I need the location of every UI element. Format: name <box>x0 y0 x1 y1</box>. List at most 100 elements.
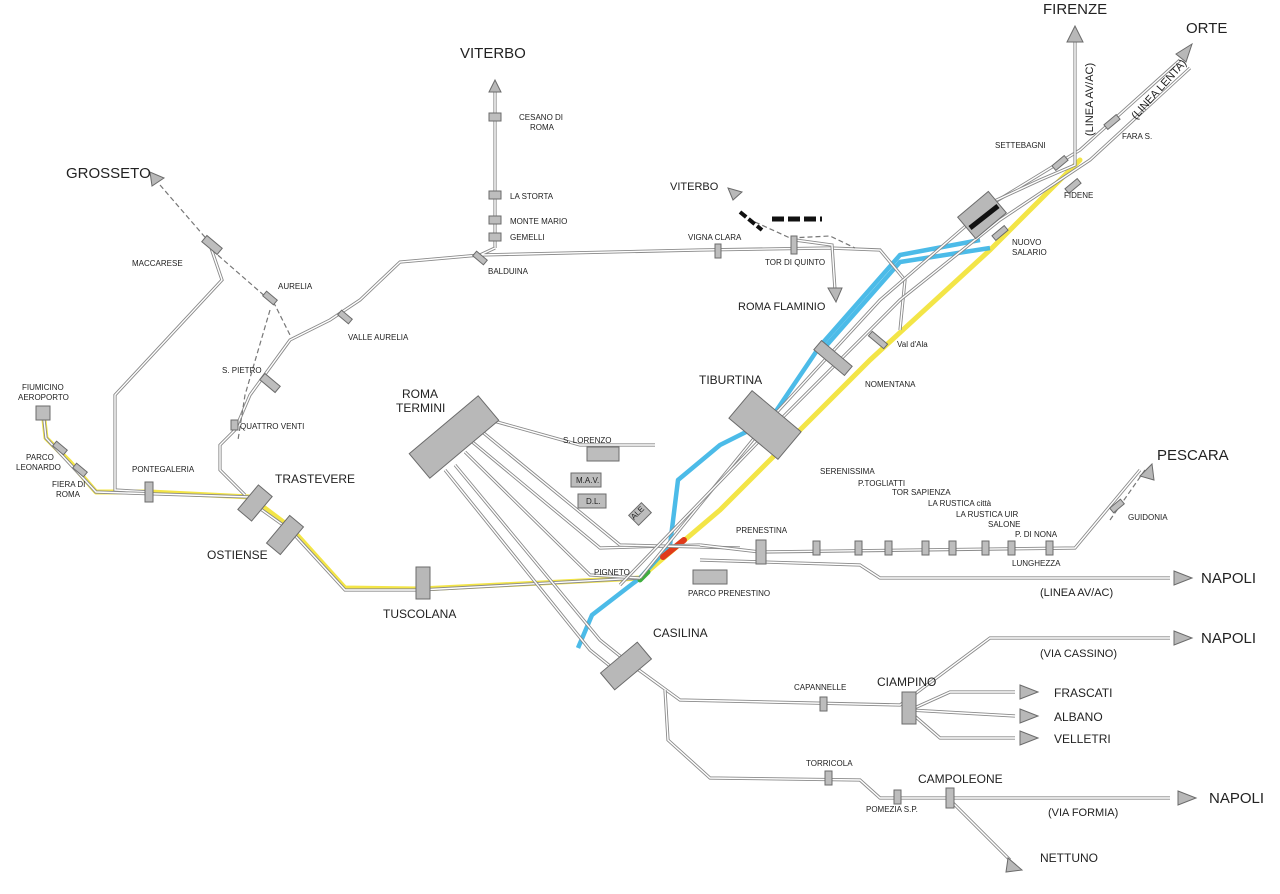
arrow-napoli-formia-icon <box>1177 790 1198 806</box>
hub-label-roma-termini-2: TERMINI <box>396 401 445 415</box>
depot-mav-box[interactable] <box>570 472 602 488</box>
stn-fiumicino-1: FIUMICINO <box>22 383 64 392</box>
stn-valle-aurelia: VALLE AURELIA <box>348 333 409 342</box>
dest-pescara: PESCARA <box>1157 447 1229 464</box>
depot-ale-box[interactable] <box>627 501 653 527</box>
hub-label-campoleone: CAMPOLEONE <box>918 772 1003 786</box>
stn-monte-mario: MONTE MARIO <box>510 217 567 226</box>
hub-tuscolana-box[interactable] <box>415 566 431 600</box>
hub-label-trastevere: TRASTEVERE <box>275 472 355 486</box>
dest-nettuno: NETTUNO <box>1040 851 1098 865</box>
stn-pomezia: POMEZIA S.P. <box>866 805 918 814</box>
hub-label-tuscolana: TUSCOLANA <box>383 607 456 621</box>
stn-serenissima: SERENISSIMA <box>820 467 875 476</box>
hub-ostiense-box[interactable] <box>265 514 305 556</box>
red-segment <box>660 537 687 560</box>
station-markers <box>52 112 1125 809</box>
dashed-lines <box>159 184 1146 521</box>
note-linea-lenta: (LINEA LENTA) <box>1129 57 1189 122</box>
arrow-albano-icon <box>1019 708 1040 724</box>
stn-fara-s: FARA S. <box>1122 132 1152 141</box>
hub-label-ostiense: OSTIENSE <box>207 548 268 562</box>
note-via-formia: (VIA FORMIA) <box>1048 807 1118 819</box>
arrow-nettuno-icon <box>1005 857 1024 873</box>
note-linea-av-ac-south: (LINEA AV/AC) <box>1040 587 1113 599</box>
pescara-prenestina-box[interactable] <box>755 539 767 565</box>
hub-ciampino-box[interactable] <box>901 691 917 725</box>
arrow-viterbo-mid-icon <box>727 187 744 201</box>
dest-albano: ALBANO <box>1054 710 1103 724</box>
stn-val-d-ala: Val d'Ala <box>897 340 928 349</box>
arrow-pescara-icon <box>1139 462 1155 481</box>
dest-grosseto: GROSSETO <box>66 165 151 182</box>
hub-termini-box[interactable] <box>408 395 500 479</box>
stn-pigneto: PIGNETO <box>594 568 630 577</box>
stn-cesano-1: CESANO DI <box>519 113 563 122</box>
stn-gemelli: GEMELLI <box>510 233 545 242</box>
stn-nomentana: NOMENTANA <box>865 380 916 389</box>
arrow-roma-flaminio-icon <box>827 287 843 304</box>
stn-la-storta: LA STORTA <box>510 192 554 201</box>
arrow-grosseto-icon <box>149 171 166 187</box>
stn-fidene: FIDENE <box>1064 191 1093 200</box>
hub-labels: ROMA TERMINI TIBURTINA TRASTEVERE OSTIEN… <box>207 373 1003 786</box>
hub-label-roma-termini-1: ROMA <box>402 387 438 401</box>
stn-lunghezza: LUNGHEZZA <box>1012 559 1061 568</box>
note-via-cassino: (VIA CASSINO) <box>1040 648 1117 660</box>
fiumicino-terminal-box[interactable] <box>35 405 51 421</box>
stn-parco-prenestino: PARCO PRENESTINO <box>688 589 770 598</box>
hub-nomentana-box[interactable] <box>813 339 853 377</box>
hub-tiburtina-box[interactable] <box>728 389 802 461</box>
arrow-frascati-icon <box>1019 684 1040 700</box>
destination-arrows <box>149 24 1198 873</box>
stn-quattro-venti: QUATTRO VENTI <box>240 422 304 431</box>
dest-firenze: FIRENZE <box>1043 1 1107 18</box>
depot-dl-box[interactable] <box>577 493 607 509</box>
stn-la-rustica-uir: LA RUSTICA UIR <box>956 510 1018 519</box>
hub-label-ciampino: CIAMPINO <box>877 675 936 689</box>
stn-capannelle: CAPANNELLE <box>794 683 846 692</box>
arrow-orte-icon <box>1175 42 1193 63</box>
stn-maccarese: MACCARESE <box>132 259 183 268</box>
stn-guidonia: GUIDONIA <box>1128 513 1168 522</box>
stn-s-lorenzo: S. LORENZO <box>563 436 611 445</box>
hub-label-tiburtina: TIBURTINA <box>699 373 762 387</box>
stn-parco-leonardo-2: LEONARDO <box>16 463 61 472</box>
hub-trastevere-box[interactable] <box>237 484 273 522</box>
dest-velletri: VELLETRI <box>1054 732 1111 746</box>
dest-napoli-av: NAPOLI <box>1201 570 1256 587</box>
stn-aurelia: AURELIA <box>278 282 313 291</box>
depot-slorenzo-box[interactable] <box>586 446 620 462</box>
stn-salone: SALONE <box>988 520 1020 529</box>
stn-p-di-nona: P. DI NONA <box>1015 530 1058 539</box>
settebagni-black-bar <box>968 204 1000 230</box>
stn-fiera-di-roma-1: FIERA DI <box>52 480 85 489</box>
arrow-firenze-icon <box>1066 24 1084 43</box>
dest-viterbo-mid: VITERBO <box>670 181 719 193</box>
arrow-velletri-icon <box>1019 730 1040 746</box>
dest-frascati: FRASCATI <box>1054 686 1112 700</box>
parco-prenestino-box[interactable] <box>692 569 728 585</box>
stn-torricola: TORRICOLA <box>806 759 853 768</box>
dest-napoli-cassino: NAPOLI <box>1201 630 1256 647</box>
note-linea-av-ac-north: (LINEA AV/AC) <box>1084 63 1096 136</box>
hub-casilina-box[interactable] <box>599 641 653 691</box>
stn-mav: M.A.V. <box>576 476 599 485</box>
stn-cesano-2: ROMA <box>530 123 555 132</box>
dest-viterbo-top: VITERBO <box>460 45 526 62</box>
stn-fiera-di-roma-2: ROMA <box>56 490 81 499</box>
stn-nuovo-salario-2: SALARIO <box>1012 248 1047 257</box>
stn-tor-sapienza: TOR SAPIENZA <box>892 488 951 497</box>
stn-fiumicino-2: AEROPORTO <box>18 393 69 402</box>
stn-settebagni: SETTEBAGNI <box>995 141 1046 150</box>
dest-roma-flaminio: ROMA FLAMINIO <box>738 301 826 313</box>
stn-balduina: BALDUINA <box>488 267 529 276</box>
stn-la-rustica-citta: LA RUSTICA città <box>928 499 992 508</box>
stn-nuovo-salario-1: NUOVO <box>1012 238 1041 247</box>
stn-p-togliatti: P.TOGLIATTI <box>858 479 905 488</box>
stn-pontegaleria: PONTEGALERIA <box>132 465 195 474</box>
stn-s-pietro: S. PIETRO <box>222 366 262 375</box>
stn-dl: D.L. <box>586 497 601 506</box>
arrow-napoli-av-icon <box>1173 570 1194 586</box>
